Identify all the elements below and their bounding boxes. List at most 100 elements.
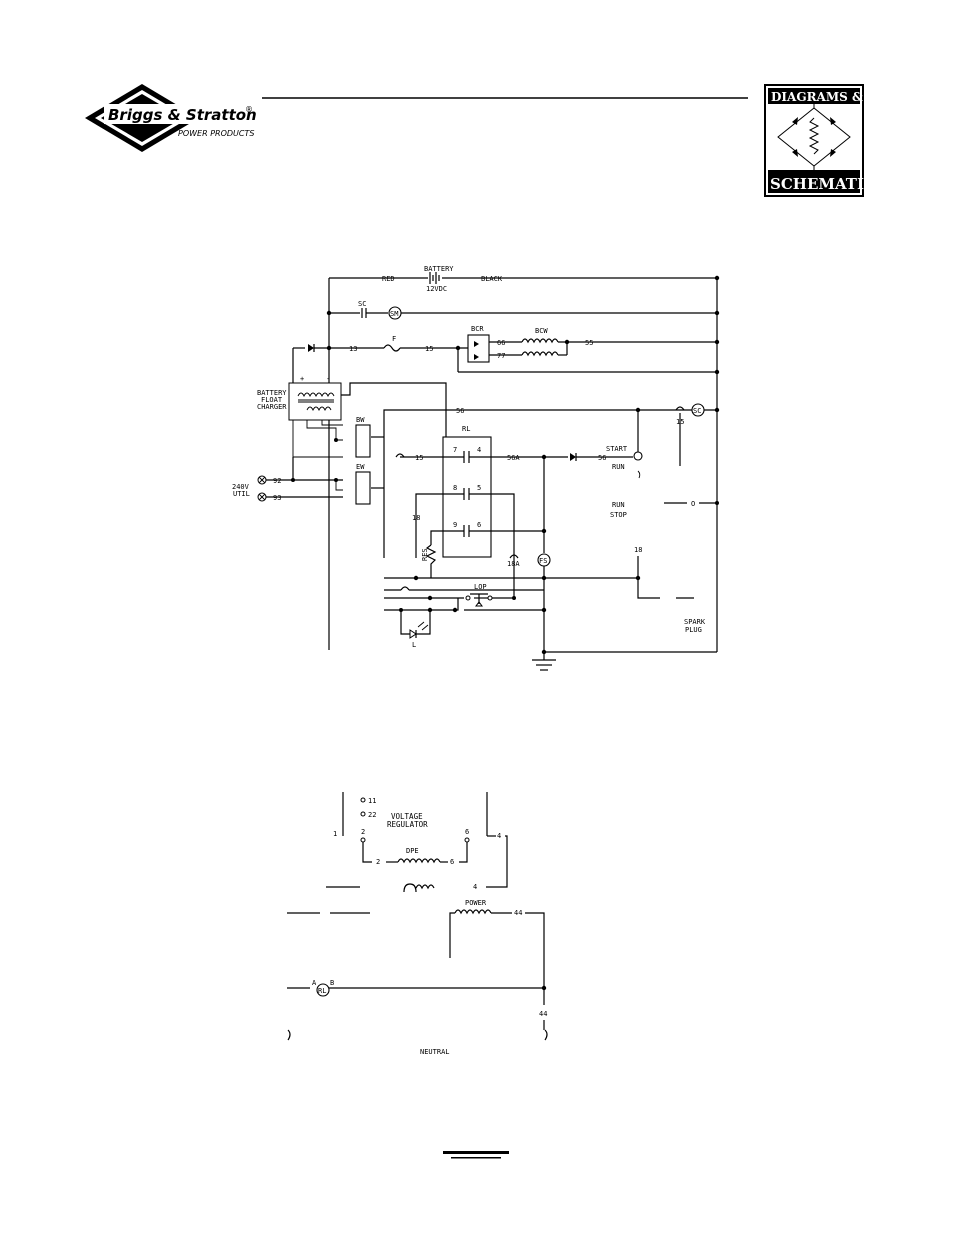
diagrams-schematics-badge: DIAGRAMS & SCHEMATICS bbox=[764, 84, 887, 197]
neutral-plug-right bbox=[544, 1029, 548, 1041]
fs-label: FS bbox=[539, 557, 547, 565]
resistor-icon bbox=[425, 544, 437, 578]
fuse-icon bbox=[383, 344, 401, 352]
led-label: L bbox=[412, 641, 416, 649]
term-2: 2 bbox=[361, 828, 365, 836]
wire-black-label: BLACK bbox=[481, 275, 503, 283]
spark-plug-label-1: SPARK bbox=[684, 618, 706, 626]
term-4b: 4 bbox=[473, 883, 477, 891]
dpe-label: DPE bbox=[406, 847, 419, 855]
footer-rule bbox=[443, 1151, 509, 1159]
wire-92-label: 92 bbox=[273, 477, 281, 485]
badge-top-text: DIAGRAMS & bbox=[771, 90, 863, 104]
term-4: 4 bbox=[497, 832, 501, 840]
wire-77-label: 77 bbox=[497, 352, 505, 360]
dpe-coil bbox=[397, 858, 441, 864]
wire-13-label: 13 bbox=[349, 345, 357, 353]
charger-label-3: CHARGER bbox=[257, 403, 287, 411]
diode-icon bbox=[308, 344, 314, 352]
pin-9: 9 bbox=[453, 521, 457, 529]
wire-55-label: 55 bbox=[585, 339, 593, 347]
bcw-label: BCW bbox=[535, 327, 548, 335]
resistor-label: RES bbox=[421, 548, 429, 561]
wire-66-label: 66 bbox=[497, 339, 505, 347]
run-relay bbox=[442, 436, 492, 558]
bw-winding bbox=[355, 424, 371, 458]
bcr-label: BCR bbox=[471, 325, 484, 333]
wire-56b-label: 56 bbox=[598, 454, 606, 462]
sc-coil-label: SC bbox=[693, 407, 701, 415]
wire-44b-label: 44 bbox=[539, 1010, 547, 1018]
term-1: 1 bbox=[333, 830, 337, 838]
start-diode-icon bbox=[570, 453, 576, 461]
util-voltage-label: 240V bbox=[232, 483, 250, 491]
charger-plus: + bbox=[300, 375, 304, 383]
wire-56-label: 56 bbox=[456, 407, 464, 415]
engine-starting-circuit: BATTERY 12VDC RED BLACK SM SC 13 F 15 BC… bbox=[232, 265, 720, 671]
vr-label-2: REGULATOR bbox=[387, 820, 428, 829]
pin-5: 5 bbox=[477, 484, 481, 492]
rl-a-label: A bbox=[312, 979, 317, 987]
rl-b-label: B bbox=[330, 979, 334, 987]
wire-56a-label: 56A bbox=[507, 454, 520, 462]
brand-logo: Briggs & Stratton ® POWER PRODUCTS bbox=[85, 84, 257, 152]
power-winding-coil bbox=[454, 909, 492, 915]
ew-winding bbox=[355, 471, 371, 505]
starter-contactor-coil-icon bbox=[691, 403, 705, 417]
logo-wordmark: Briggs & Stratton bbox=[108, 106, 257, 124]
wire-18b-label: 18 bbox=[634, 546, 642, 554]
pin-4: 4 bbox=[477, 446, 481, 454]
rl-coil-icon bbox=[316, 983, 330, 997]
badge-bottom-text: SCHEMATICS bbox=[770, 175, 887, 193]
wire-18a-label: 18A bbox=[507, 560, 520, 568]
starter-motor-label: SM bbox=[390, 310, 398, 318]
switch-run-label: RUN bbox=[612, 463, 625, 471]
pin-6: 6 bbox=[477, 521, 481, 529]
neutral-plug-left bbox=[287, 1029, 291, 1041]
indicator-led-icon bbox=[409, 629, 417, 639]
wire-15-label: 15 bbox=[425, 345, 433, 353]
charger-label-1: BATTERY bbox=[257, 389, 287, 397]
relay-label: RL bbox=[462, 425, 470, 433]
starter-contactor-label: SC bbox=[358, 300, 366, 308]
battery-label: BATTERY bbox=[424, 265, 454, 273]
bcw-coil-upper bbox=[521, 338, 559, 344]
logo-subtitle: POWER PRODUCTS bbox=[178, 129, 254, 138]
pin-7: 7 bbox=[453, 446, 457, 454]
bcw-coil-lower bbox=[521, 351, 559, 357]
fuse-label: F bbox=[392, 335, 396, 343]
term-6: 6 bbox=[465, 828, 469, 836]
pin-8: 8 bbox=[453, 484, 457, 492]
util-label: UTIL bbox=[233, 490, 250, 498]
wire-44-label: 44 bbox=[514, 909, 522, 917]
battery-float-charger bbox=[288, 382, 342, 421]
battery-voltage: 12VDC bbox=[426, 285, 447, 293]
dpe-term-2: 2 bbox=[376, 858, 380, 866]
wire-18-label: 18 bbox=[412, 514, 420, 522]
term-11: 11 bbox=[368, 797, 376, 805]
voltage-regulator-circuit: 11 22 VOLTAGE REGULATOR 1 2 6 4 4 2 DPE … bbox=[287, 792, 548, 1056]
switch-run2-label: RUN bbox=[612, 501, 625, 509]
battery-charge-rectifier bbox=[467, 334, 490, 363]
charger-label-2: FLOAT bbox=[261, 396, 283, 404]
vr-label-1: VOLTAGE bbox=[391, 812, 423, 821]
logo-trademark: ® bbox=[245, 105, 253, 114]
switch-stop-label: STOP bbox=[610, 511, 627, 519]
spark-plug-label-2: PLUG bbox=[685, 626, 702, 634]
term-22: 22 bbox=[368, 811, 376, 819]
bridge-rectifier-icon bbox=[777, 104, 851, 170]
battery-symbol bbox=[429, 272, 440, 284]
lop-label: LOP bbox=[474, 583, 487, 591]
bw-label: BW bbox=[356, 416, 365, 424]
wire-93-label: 93 bbox=[273, 494, 281, 502]
power-label: POWER bbox=[465, 899, 487, 907]
charger-minus: - bbox=[326, 375, 330, 383]
neutral-label: NEUTRAL bbox=[420, 1048, 450, 1056]
switch-off-label: O bbox=[691, 500, 695, 508]
wire-red-label: RED bbox=[382, 275, 395, 283]
ew-label: EW bbox=[356, 463, 365, 471]
start-switch-contact bbox=[633, 451, 643, 461]
switch-start-label: START bbox=[606, 445, 628, 453]
dpe-term-6: 6 bbox=[450, 858, 454, 866]
